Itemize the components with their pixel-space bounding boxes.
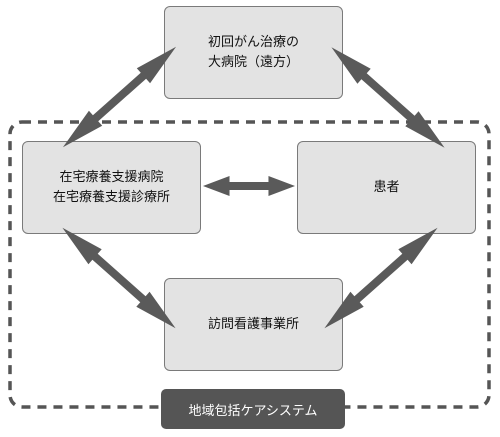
community-care-system-label-text: 地域包括ケアシステム — [188, 403, 318, 419]
hospital-label-line1: 初回がん治療の — [207, 34, 299, 50]
arrow-home-nursing — [62, 227, 176, 329]
home-care-label-line1: 在宅療養支援病院 — [59, 169, 164, 185]
arrow-patient-nursing — [324, 227, 438, 329]
patient-node: 患者 — [297, 141, 476, 234]
hospital-node: 初回がん治療の 大病院（遠方） — [164, 6, 343, 99]
hospital-label-line2: 大病院（遠方） — [207, 54, 299, 70]
community-care-system-label: 地域包括ケアシステム — [161, 389, 345, 429]
arrow-home-patient — [202, 176, 296, 196]
home-care-node: 在宅療養支援病院 在宅療養支援診療所 — [22, 141, 201, 234]
patient-label: 患者 — [373, 179, 400, 195]
arrow-hospital-patient — [331, 47, 445, 148]
nursing-label: 訪問看護事業所 — [207, 316, 299, 332]
nursing-node: 訪問看護事業所 — [164, 278, 343, 371]
home-care-label-line2: 在宅療養支援診療所 — [52, 189, 170, 205]
arrow-hospital-home — [62, 46, 177, 148]
